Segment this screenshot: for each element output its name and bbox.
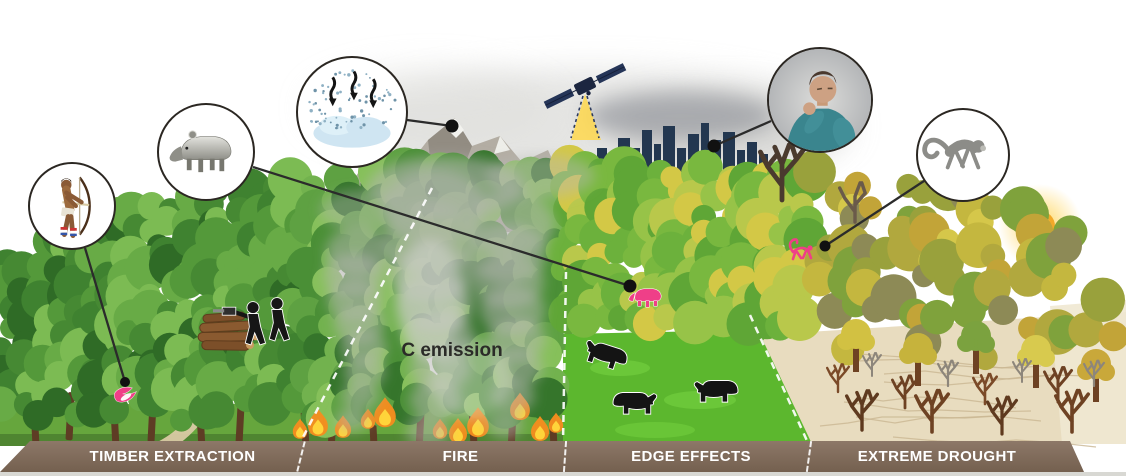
precipitation-cloud-icon xyxy=(296,56,408,168)
satellite-icon xyxy=(543,63,627,140)
emergent-dead-trees xyxy=(757,142,867,224)
pink-bird-marker xyxy=(114,386,137,403)
cattle-herd xyxy=(586,340,739,415)
smoke-plume xyxy=(320,154,595,449)
tapir-icon xyxy=(157,103,255,201)
pink-tapir-marker xyxy=(628,288,662,308)
hunter-with-bow-icon xyxy=(28,162,116,250)
logger-silhouettes xyxy=(213,297,291,346)
callout-connectors xyxy=(83,118,925,387)
pink-monkey-marker xyxy=(788,238,813,261)
zone-label-edge-effects: EDGE EFFECTS xyxy=(631,448,751,465)
log-pile xyxy=(197,311,261,351)
zone-label-fire: FIRE xyxy=(442,448,479,465)
pink-animal-markers xyxy=(114,238,813,403)
c-emission-label: C emission xyxy=(401,340,503,361)
bare-dead-trees xyxy=(825,319,1115,436)
zone-banner: TIMBER EXTRACTION FIRE EDGE EFFECTS EXTR… xyxy=(0,441,1084,472)
zone-label-timber-extraction: TIMBER EXTRACTION xyxy=(89,448,256,465)
banner-shadow xyxy=(0,472,1126,476)
coughing-person-icon xyxy=(767,47,873,153)
zone-dashed-separators xyxy=(298,187,810,444)
banner-separator xyxy=(805,441,813,472)
monkey-icon xyxy=(916,108,1010,202)
zone-label-extreme-drought: EXTREME DROUGHT xyxy=(857,448,1017,465)
banner-separator xyxy=(296,441,306,472)
